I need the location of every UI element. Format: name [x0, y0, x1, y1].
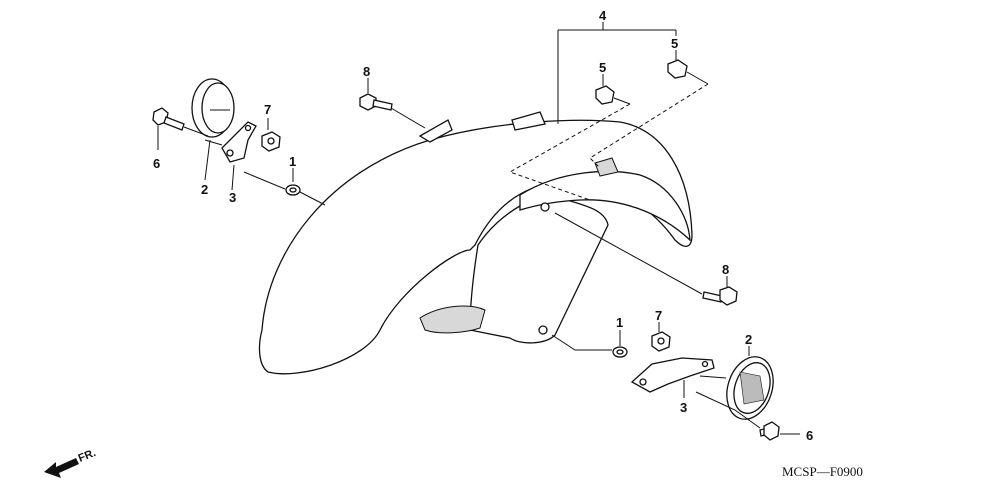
callout-4-top: 4: [599, 8, 607, 23]
front-direction-arrow: FR.: [44, 447, 98, 478]
dashed-guides: [508, 83, 709, 201]
diagram-code: MCSP—F0900: [782, 464, 863, 479]
callout-8-top: 8: [363, 64, 370, 79]
callout-6-right: 6: [806, 428, 813, 443]
leader-lines-left: [157, 118, 326, 206]
callout-1-left: 1: [289, 154, 296, 169]
washer-right: [551, 330, 628, 358]
nut-left: [261, 131, 281, 152]
washer-left: [285, 184, 301, 196]
bolt-top: [359, 78, 426, 129]
callout-4-bracket: [557, 22, 677, 124]
reflector-right: [695, 346, 774, 429]
callout-2-left: 2: [201, 182, 208, 197]
callout-3-right: 3: [680, 400, 687, 415]
callout-5-right: 5: [671, 36, 678, 51]
reflector-left: [191, 78, 235, 138]
callout-7-right: 7: [655, 308, 662, 323]
front-fender: [258, 111, 693, 375]
bolt-right: [554, 212, 738, 306]
nut-right: [651, 322, 671, 352]
bolt-right-lower: [759, 421, 800, 441]
clip-nut-right: [667, 50, 709, 85]
callout-2-right: 2: [745, 332, 752, 347]
callout-7-left: 7: [264, 102, 271, 117]
reflector-bracket-left: [221, 121, 257, 163]
clip-nut-left: [595, 74, 631, 105]
bolt-left: [152, 107, 185, 131]
front-direction-label: FR.: [77, 447, 98, 465]
reflector-bracket-right: [630, 357, 715, 398]
callout-5-left: 5: [599, 60, 606, 75]
callout-3-left: 3: [229, 190, 236, 205]
callout-1-right: 1: [616, 315, 623, 330]
callout-8-right: 8: [722, 262, 729, 277]
callout-6-left: 6: [153, 156, 160, 171]
